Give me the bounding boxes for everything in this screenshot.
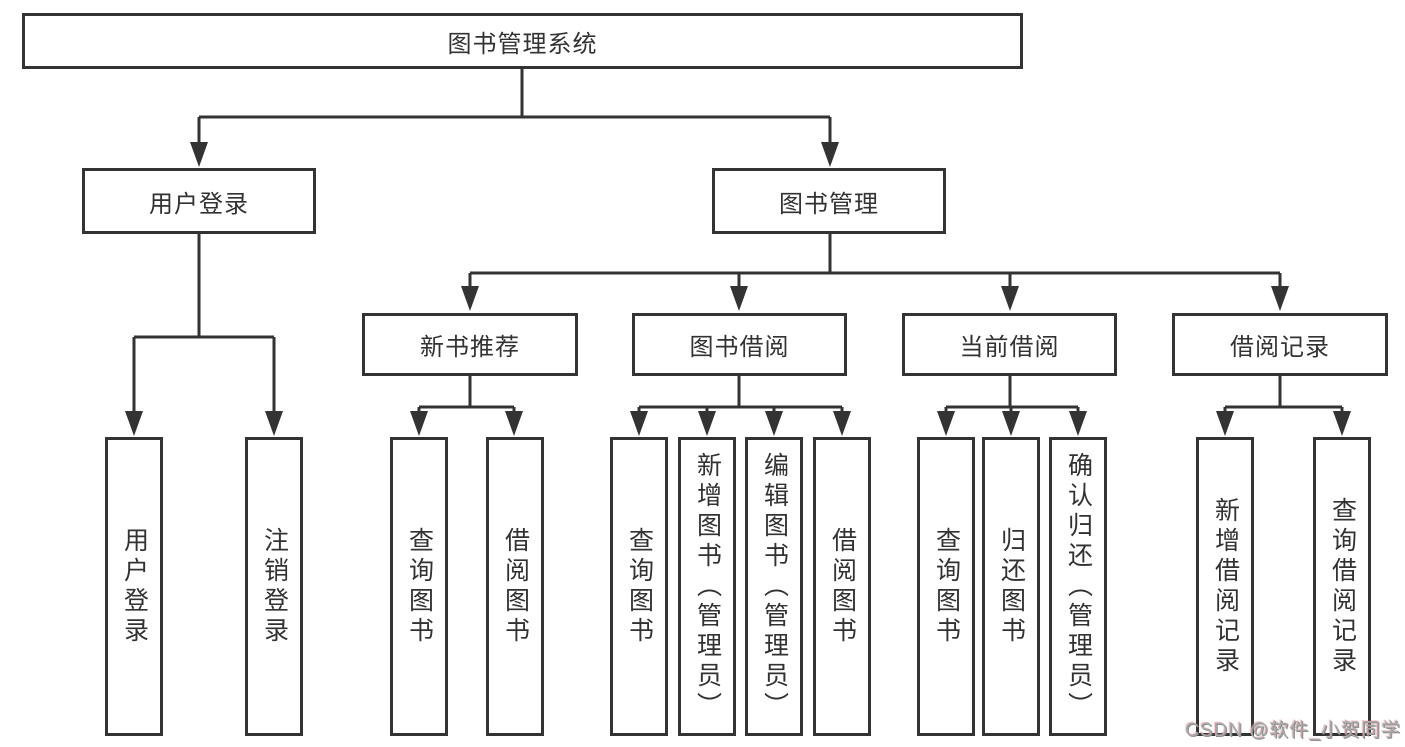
leaf-label: 归还图书 xyxy=(997,526,1026,647)
leaf-label: 查询借阅记录 xyxy=(1328,496,1357,677)
node-borrowing-records: 借阅记录 xyxy=(1172,313,1388,376)
node-label: 新书推荐 xyxy=(420,334,520,361)
node-user-login: 用户登录 xyxy=(82,168,316,234)
leaf-label: 查询图书 xyxy=(625,526,654,647)
leaf-borrow-books: 借阅图书 xyxy=(486,437,544,736)
leaf-label: 用户登录 xyxy=(120,526,149,647)
node-book-management: 图书管理 xyxy=(712,168,946,234)
leaf-label: 查询图书 xyxy=(932,526,961,647)
node-current-borrowing: 当前借阅 xyxy=(902,313,1117,376)
leaf-add-borrow-record: 新增借阅记录 xyxy=(1196,437,1254,736)
leaf-borrow-books: 借阅图书 xyxy=(813,437,871,736)
leaf-user-login: 用户登录 xyxy=(105,437,163,736)
node-label: 当前借阅 xyxy=(959,334,1060,361)
node-new-book-recommendation: 新书推荐 xyxy=(362,313,578,376)
leaf-label: 查询图书 xyxy=(405,526,434,647)
leaf-label: 新增图书（管理员） xyxy=(693,451,722,722)
leaf-label: 新增借阅记录 xyxy=(1211,496,1240,677)
leaf-logout: 注销登录 xyxy=(245,437,303,736)
leaf-confirm-return-admin: 确认归还（管理员） xyxy=(1049,437,1107,736)
node-label: 图书管理 xyxy=(779,190,879,218)
leaf-query-books: 查询图书 xyxy=(390,437,448,736)
node-library-management-system: 图书管理系统 xyxy=(22,13,1023,69)
leaf-add-books-admin: 新增图书（管理员） xyxy=(678,437,736,736)
leaf-label: 确认归还（管理员） xyxy=(1064,451,1093,722)
leaf-query-books: 查询图书 xyxy=(610,437,668,736)
leaf-label: 借阅图书 xyxy=(501,526,530,647)
node-label: 图书借阅 xyxy=(689,334,790,361)
leaf-query-books: 查询图书 xyxy=(917,437,975,736)
node-label: 用户登录 xyxy=(149,190,249,218)
node-label: 图书管理系统 xyxy=(447,30,598,58)
csdn-watermark: CSDN @软件_小贺同学 xyxy=(1185,720,1401,741)
leaf-label: 借阅图书 xyxy=(828,526,857,647)
node-book-borrowing: 图书借阅 xyxy=(632,313,847,376)
leaf-label: 编辑图书（管理员） xyxy=(760,451,789,722)
leaf-return-books: 归还图书 xyxy=(982,437,1040,736)
leaf-label: 注销登录 xyxy=(260,526,289,647)
node-label: 借阅记录 xyxy=(1230,334,1330,361)
leaf-edit-books-admin: 编辑图书（管理员） xyxy=(745,437,803,736)
leaf-query-borrow-record: 查询借阅记录 xyxy=(1313,437,1371,736)
